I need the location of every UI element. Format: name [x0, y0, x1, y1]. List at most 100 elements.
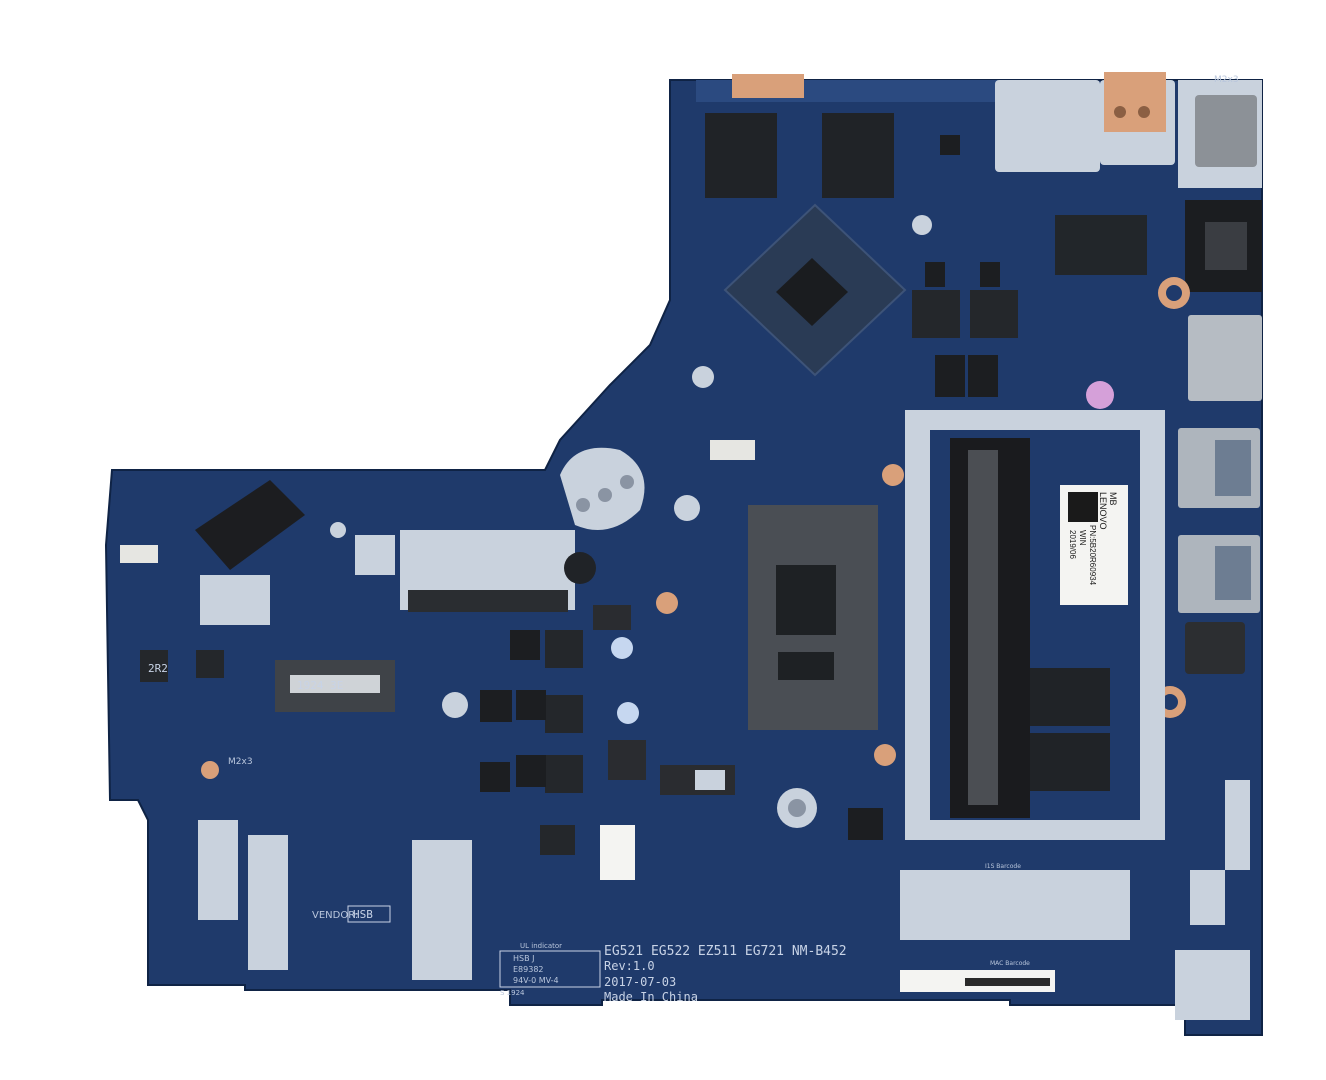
vram-chip-1	[705, 113, 777, 198]
electrolytic-capacitor	[611, 637, 633, 659]
mount-hole-copper	[656, 592, 678, 614]
screw-hole	[598, 488, 612, 502]
electrolytic-capacitor	[617, 702, 639, 724]
copper-pad-top	[732, 74, 804, 98]
screw-label: M2x3	[228, 757, 253, 767]
screw-hole	[620, 475, 634, 489]
shield-foil-right	[1175, 950, 1250, 1020]
ul-box	[499, 950, 601, 988]
inductor	[545, 755, 583, 793]
inductor	[140, 650, 168, 682]
ic-chip	[516, 755, 546, 787]
mount-hole-inner	[788, 799, 806, 817]
ic-chip	[516, 690, 546, 720]
mount-hole-copper	[882, 464, 904, 486]
gpu-chip	[723, 203, 907, 377]
mount-hole-inner	[1162, 694, 1178, 710]
mosfet	[925, 262, 945, 287]
shield-foil	[198, 820, 238, 920]
mosfet	[980, 262, 1000, 287]
vram-chip-2	[822, 113, 894, 198]
inductor	[540, 825, 575, 855]
battery-connector-label	[695, 770, 725, 790]
onboard-ram-chip-1	[1030, 668, 1110, 726]
mount-hole	[330, 522, 346, 538]
ic-chip	[480, 762, 510, 792]
board-revision: Rev:1.0	[604, 959, 655, 973]
screw-hole	[576, 498, 590, 512]
m2-wifi-slot	[195, 480, 305, 570]
vendor-box	[347, 905, 391, 923]
shield-foil	[200, 575, 270, 625]
mount-hole	[442, 692, 468, 718]
mount-hole-inner	[1166, 285, 1182, 301]
ssd-label	[290, 675, 380, 693]
sticker-line5: 2019/06	[1068, 530, 1077, 559]
mount-hole-copper	[874, 744, 896, 766]
small-connector	[1000, 145, 1080, 167]
mount-hole-copper	[201, 761, 219, 779]
usb-port-1-tongue	[1215, 440, 1251, 496]
fan-connector	[710, 440, 755, 460]
mosfet	[935, 355, 965, 397]
lan-transformer-chip	[1055, 215, 1147, 275]
onboard-ram-chip-2	[1030, 733, 1110, 791]
mac-barcode-caption: MAC Barcode	[990, 960, 1030, 967]
mac-label-bars	[965, 978, 1050, 986]
inductor	[912, 290, 960, 338]
mount-hole	[692, 366, 714, 388]
display-connector	[408, 590, 568, 612]
ram-slot-inner	[968, 450, 998, 805]
ic-chip	[480, 690, 512, 722]
electrolytic-capacitor	[564, 552, 596, 584]
board-date: 2017-07-03	[604, 975, 676, 989]
lenovo-sticker: MB LENOVO PN:5B20R60934 WIN 2019/06	[1060, 485, 1128, 605]
ic-chip	[940, 135, 960, 155]
inductor	[970, 290, 1018, 338]
cpu-package	[748, 505, 878, 730]
ul-code: S 1924	[500, 989, 525, 997]
rj45-opening	[1205, 222, 1247, 270]
vendor-label: VENDOR:	[312, 910, 358, 921]
audio-jack	[1185, 622, 1245, 674]
mount-hole	[912, 215, 932, 235]
inductor	[545, 695, 583, 733]
ul-line1: HSB J	[513, 954, 534, 963]
board-model-line: EG521 EG522 EZ511 EG721 NM-B452	[604, 944, 847, 959]
sticker-line3: PN:5B20R60934	[1088, 525, 1097, 586]
ul-line3: 94V-0 MV-4	[513, 976, 559, 985]
ic-chip	[510, 630, 540, 660]
copper-pad-right	[1104, 72, 1166, 132]
sticker-line2: LENOVO	[1098, 492, 1108, 530]
shield-foil-right	[1190, 870, 1225, 925]
i1s-barcode-caption: I1S Barcode	[985, 863, 1021, 870]
sticker-line1: MB	[1108, 492, 1118, 506]
capacitor-block	[608, 740, 646, 780]
ic-chip	[848, 808, 883, 840]
mosfet	[968, 355, 998, 397]
usb-port-2-tongue	[1215, 546, 1251, 600]
ssd-marking: 1924 3E	[297, 679, 343, 692]
vendor-value: HSB	[353, 908, 373, 921]
screw-label-top: M2x3	[1214, 75, 1239, 85]
electrolytic-capacitor	[1086, 381, 1114, 409]
inductor	[545, 630, 583, 668]
ul-indicator-caption: UL indicator	[520, 942, 562, 950]
small-barcode-sticker	[600, 825, 635, 880]
usb-c-port	[1188, 315, 1262, 401]
shield-foil-right	[1225, 780, 1250, 870]
screw-hole	[1138, 106, 1150, 118]
barcode-foil	[900, 870, 1130, 940]
screw-hole	[1114, 106, 1126, 118]
shield-foil	[412, 840, 472, 980]
board-origin: Made In China	[604, 990, 698, 1004]
qr-code	[1068, 492, 1098, 522]
shield-foil	[355, 535, 395, 575]
shield-foil	[248, 835, 288, 970]
capacitor-block	[593, 605, 631, 630]
inductor	[196, 650, 224, 678]
inductor-marking-1: 2R2	[148, 662, 168, 675]
ul-line2: E89382	[513, 965, 544, 974]
dc-jack	[1195, 95, 1257, 167]
